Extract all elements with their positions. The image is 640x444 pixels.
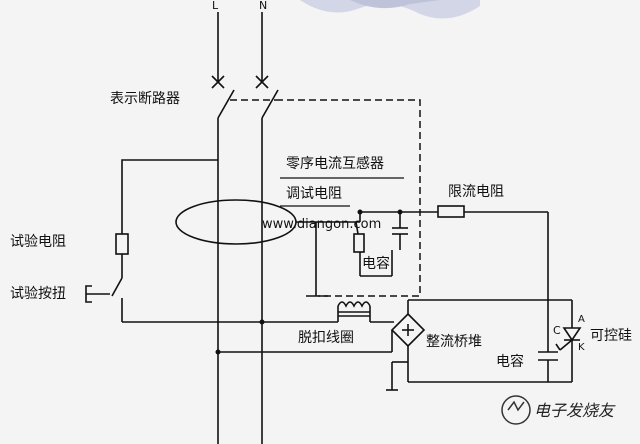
thyristor-pin-C: C xyxy=(553,324,561,337)
zero-seq-ct-label: 零序电流互感器 xyxy=(286,155,384,172)
watermark-url: www.diangon.com xyxy=(262,217,381,232)
ct-secondary-wiring xyxy=(296,209,438,297)
capacitor-label-2: 电容 xyxy=(496,353,524,370)
thyristor-pin-K: K xyxy=(578,342,585,353)
capacitor-2 xyxy=(407,300,572,383)
rectifier-bridge-label: 整流桥堆 xyxy=(426,334,482,350)
thyristor-pin-A: A xyxy=(578,314,585,325)
site-logo-text: 电子发烧友 xyxy=(534,401,616,420)
logo-icon xyxy=(501,395,531,425)
test-button-label: 试验按扭 xyxy=(10,286,66,302)
terminal-N-label: N xyxy=(259,0,267,12)
test-circuit xyxy=(85,159,262,323)
mechanical-linkage xyxy=(276,99,421,297)
trip-coil-label: 脱扣线圈 xyxy=(298,330,354,346)
breaker-contacts xyxy=(211,75,279,119)
trip-coil xyxy=(259,301,394,325)
breaker-label: 表示断路器 xyxy=(110,91,180,107)
terminal-L-label: L xyxy=(212,0,219,12)
decorative-header-pattern xyxy=(300,0,480,19)
supply-lines xyxy=(217,12,263,444)
rectifier-bridge xyxy=(215,299,572,391)
thyristor xyxy=(555,300,582,382)
thyristor-label: 可控硅 xyxy=(590,328,632,344)
site-logo: 电子发烧友 xyxy=(501,395,616,425)
test-resistor-label: 试验电阻 xyxy=(10,234,66,250)
capacitor-label-1: 电容 xyxy=(362,255,390,272)
current-limit-resistor-label: 限流电阻 xyxy=(448,184,504,200)
debug-resistor-label: 调试电阻 xyxy=(286,186,342,202)
current-limit-resistor xyxy=(437,205,465,218)
